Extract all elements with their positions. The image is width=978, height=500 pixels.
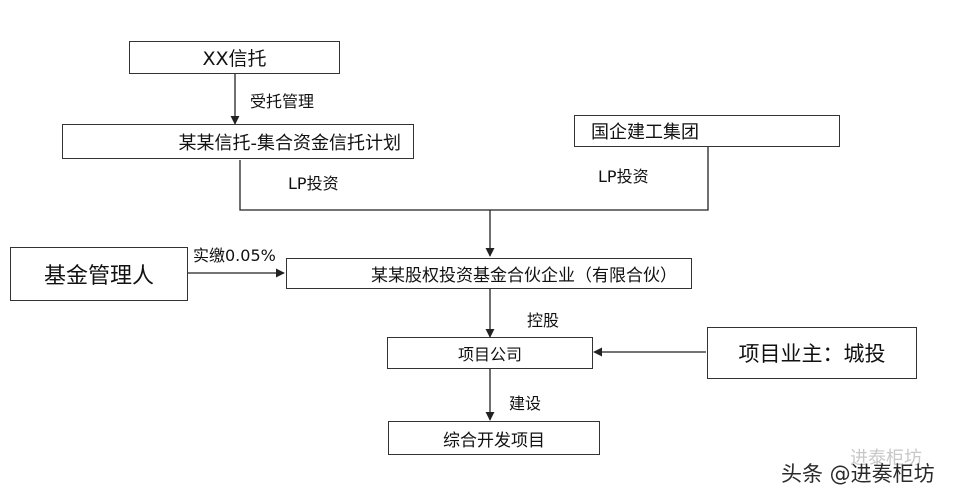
project-company-box: 项目公司 xyxy=(387,337,593,369)
edge-label-lp-right: LP投资 xyxy=(598,167,649,186)
trust-plan-box: 某某信托-集合资金信托计划 xyxy=(62,124,414,159)
watermark-faint: 进泰柜坊 xyxy=(850,448,922,469)
edge-label-lp-left: LP投资 xyxy=(288,174,339,193)
edge-label-paid-in: 实缴0.05% xyxy=(193,246,276,265)
edge-label-holding: 控股 xyxy=(527,311,560,330)
edge-label-entrusted: 受托管理 xyxy=(250,92,315,111)
dev-project-box: 综合开发项目 xyxy=(388,421,600,455)
line-trust-to-fund xyxy=(239,160,490,211)
owner-label: 项目业主：城投 xyxy=(738,342,886,366)
line-soe-to-fund xyxy=(490,147,709,211)
watermark-main: 头条 @进奏柜坊 xyxy=(781,462,935,486)
fund-manager-label: 基金管理人 xyxy=(43,264,154,289)
partnership-box: 某某股权投资基金合伙企业（有限合伙） xyxy=(286,258,692,289)
trust-plan-label: 某某信托-集合资金信托计划 xyxy=(178,132,402,154)
edge-label-construction: 建设 xyxy=(509,394,542,413)
xx-trust-label: XX信托 xyxy=(202,48,267,70)
owner-box: 项目业主：城投 xyxy=(707,327,917,379)
partnership-label: 某某股权投资基金合伙企业（有限合伙） xyxy=(371,266,677,286)
project-company-label: 项目公司 xyxy=(457,345,522,364)
soe-box: 国企建工集团 xyxy=(574,115,840,147)
fund-manager-box: 基金管理人 xyxy=(10,247,188,301)
dev-project-label: 综合开发项目 xyxy=(443,430,545,451)
soe-label: 国企建工集团 xyxy=(591,122,699,143)
xx-trust-box: XX信托 xyxy=(129,41,340,74)
